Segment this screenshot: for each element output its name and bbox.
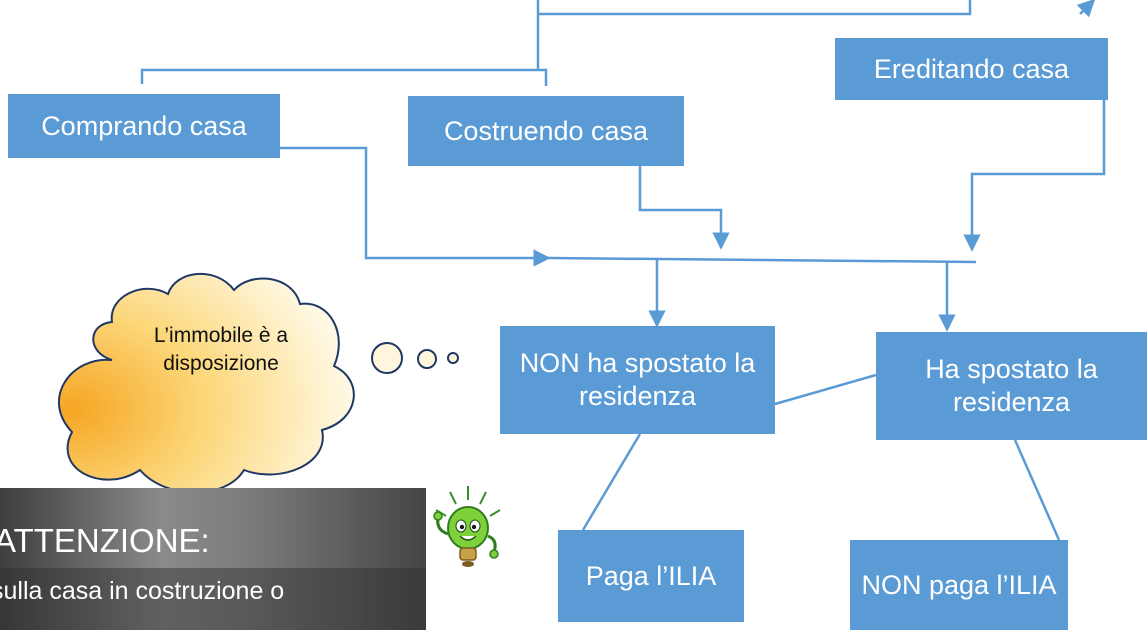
thought-cloud-text: L’immobile è a disposizione (153, 324, 289, 375)
box-ha-spostato-residenza: Ha spostato la residenza (876, 332, 1147, 440)
connector-to-non-paga (1013, 439, 1061, 541)
box-costruendo-casa: Costruendo casa (408, 96, 684, 166)
thought-cloud (58, 273, 459, 494)
connector-top-bracket (140, 0, 972, 86)
attention-text: sulla casa in costruzione o (0, 577, 285, 605)
box-non-paga-ilia: NON paga l’ILIA (850, 540, 1068, 630)
connector-top-right-arrow (1076, 0, 1096, 18)
box-non-ha-spostato-residenza: NON ha spostato la residenza (500, 326, 775, 434)
connector-comprando (280, 146, 551, 267)
connector-to-paga (581, 433, 642, 531)
attention-title: ATTENZIONE: (0, 522, 210, 559)
attention-strip (0, 568, 426, 630)
box-comprando-casa: Comprando casa (8, 94, 280, 158)
box-ereditando-casa: Ereditando casa (835, 38, 1108, 100)
attention-panel: ATTENZIONE: sulla casa in costruzione o (0, 488, 426, 630)
connector-costruendo (638, 166, 730, 250)
lightbulb-character-icon (433, 486, 501, 567)
connector-ereditando (963, 100, 1106, 252)
connector-horizontal (548, 256, 977, 264)
box-paga-ilia: Paga l’ILIA (558, 530, 744, 622)
connector-between-decisions (774, 373, 877, 406)
